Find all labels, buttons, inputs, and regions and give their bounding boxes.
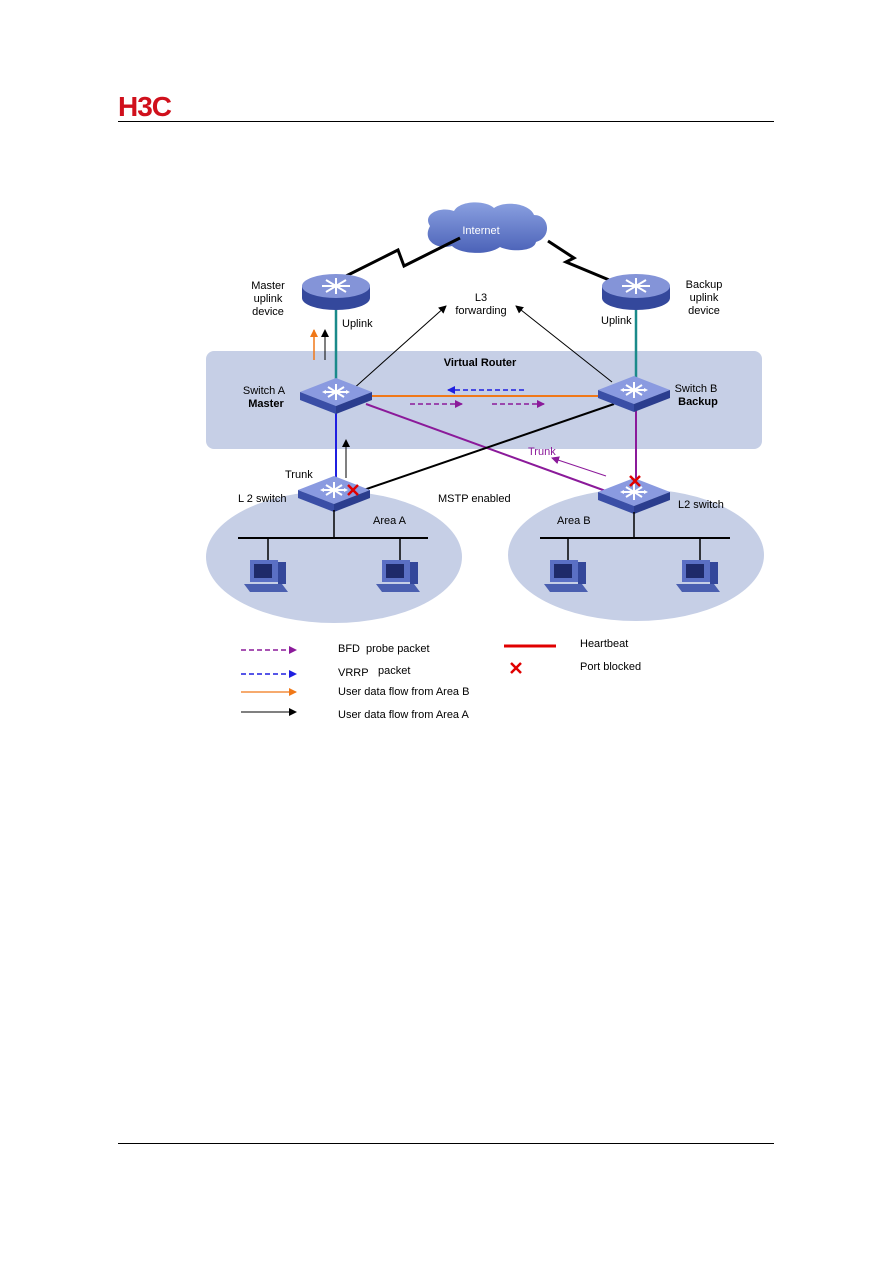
l3-label-2: forwarding — [455, 305, 506, 317]
cross-link-b-to-l2a — [351, 403, 615, 495]
virtual-router-band — [206, 351, 762, 449]
legend-port-blocked-icon — [510, 662, 522, 674]
master-uplink-label-3: device — [252, 306, 284, 318]
mstp-label: MSTP enabled — [438, 493, 511, 505]
l3-arrow-right — [515, 305, 613, 383]
backup-uplink-label-2: uplink — [690, 292, 719, 304]
uplink-label-left: Uplink — [342, 318, 373, 330]
pc-a1 — [244, 560, 288, 592]
virtual-router-label: Virtual Router — [444, 357, 517, 369]
switch-b-role: Backup — [678, 396, 718, 408]
h3c-logo-text: H3C — [118, 92, 172, 120]
legend-vrrp-word: VRRP — [338, 667, 369, 679]
master-uplink-label-1: Master — [251, 280, 285, 292]
area-b-label: Area B — [557, 515, 591, 527]
backup-uplink-router — [601, 273, 671, 311]
legend-bfd-word: BFD — [338, 643, 360, 655]
l3-arrow-left — [351, 305, 447, 391]
l3-label-1: L3 — [475, 292, 487, 304]
switch-a-role: Master — [248, 398, 284, 410]
uplink-label-right: Uplink — [601, 315, 632, 327]
legend-flow-a: User data flow from Area A — [338, 709, 469, 721]
legend-vrrp-rest: packet — [378, 665, 410, 677]
legend-flow-b: User data flow from Area B — [338, 686, 469, 698]
legend-port-blocked: Port blocked — [580, 661, 641, 673]
trunk-label-right: Trunk — [528, 446, 556, 458]
h3c-logo: H3C — [118, 92, 173, 120]
switch-b-name: Switch B — [675, 383, 718, 395]
legend-bfd-rest: probe packet — [366, 643, 430, 655]
backup-uplink-label-3: device — [688, 305, 720, 317]
port-blocked-mark-b — [629, 475, 641, 487]
internet-label: Internet — [462, 225, 499, 237]
switch-a-name: Switch A — [243, 385, 286, 397]
master-uplink-router — [301, 273, 371, 311]
port-blocked-mark-a — [347, 484, 359, 496]
footer-rule — [118, 1143, 774, 1144]
l2-switch-label-b: L2 switch — [678, 499, 724, 511]
pc-b1 — [544, 560, 588, 592]
pc-b2 — [676, 560, 720, 592]
wan-link-master — [341, 236, 461, 280]
legend-heartbeat: Heartbeat — [580, 638, 628, 650]
header-rule — [118, 121, 774, 122]
pc-a2 — [376, 560, 420, 592]
trunk-b-flow-arrow — [551, 456, 607, 477]
l2-switch-label-a: L 2 switch — [238, 493, 287, 505]
backup-uplink-label-1: Backup — [686, 279, 723, 291]
area-a-label: Area A — [373, 515, 407, 527]
master-uplink-label-2: uplink — [254, 293, 283, 305]
wan-link-backup — [547, 239, 615, 284]
trunk-label-left: Trunk — [285, 469, 313, 481]
legend: BFD probe packet VRRP packet User data f… — [241, 638, 641, 721]
cross-link-a-to-l2b — [365, 403, 615, 495]
